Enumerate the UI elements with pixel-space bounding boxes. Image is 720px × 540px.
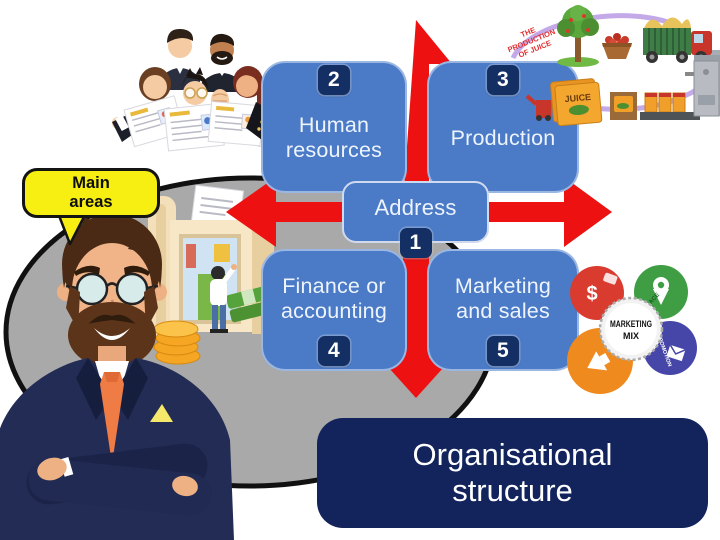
businessman-illustration: [0, 209, 234, 540]
bank-customer-icon: [210, 264, 237, 333]
callout-label: Main areas: [69, 174, 113, 211]
title-banner: Organisational structure: [317, 418, 708, 528]
juice-box-icon: [610, 92, 637, 120]
machine-icon: [525, 94, 551, 121]
pocket-square-icon: [150, 404, 173, 422]
crossed-arms: [26, 443, 212, 516]
area-label: Production: [450, 125, 556, 150]
area-number-badge: 5: [487, 336, 519, 366]
tie-icon: [100, 372, 124, 464]
juice-carton-icon: JUICE: [550, 78, 603, 127]
center-box-address: Address 1: [342, 181, 489, 258]
area-number-badge: 2: [318, 65, 350, 95]
center-number-badge: 1: [399, 228, 432, 258]
area-box-human-resources: Human resources 2: [261, 61, 407, 193]
apple-tree-icon: [557, 5, 599, 67]
area-label: Marketing and sales: [454, 274, 552, 323]
juice-production-illustration: THE PRODUCTION OF JUICE: [506, 5, 720, 127]
marketing-mix-illustration: $ PRICE PLACE PROMOTION PRODUCT: [567, 265, 697, 394]
svg-text:JUICE: JUICE: [564, 92, 591, 104]
area-label: Finance or accounting: [281, 274, 387, 323]
area-box-finance: Finance or accounting 4: [261, 249, 407, 371]
center-label: Address: [374, 195, 457, 221]
slide-title: Organisational structure: [412, 437, 613, 508]
conveyor-icon: [640, 92, 700, 120]
person-icon: [202, 33, 242, 92]
main-areas-scene-illustration: bank: [0, 175, 497, 540]
area-box-marketing: Marketing and sales 5: [427, 249, 579, 371]
area-number-badge: 4: [318, 336, 350, 366]
area-label: Human resources: [285, 113, 383, 162]
marketing-mix-center: MARKETING MIX: [598, 296, 664, 362]
coins-icon: [153, 320, 201, 365]
svg-text:MARKETING: MARKETING: [610, 319, 652, 329]
svg-text:MIX: MIX: [623, 331, 639, 341]
factory-machine-icon: [685, 50, 720, 117]
apple-basket-icon: [602, 33, 632, 59]
svg-text:$: $: [586, 283, 597, 305]
area-number-badge: 3: [487, 65, 519, 95]
main-areas-callout: Main areas: [22, 168, 160, 218]
